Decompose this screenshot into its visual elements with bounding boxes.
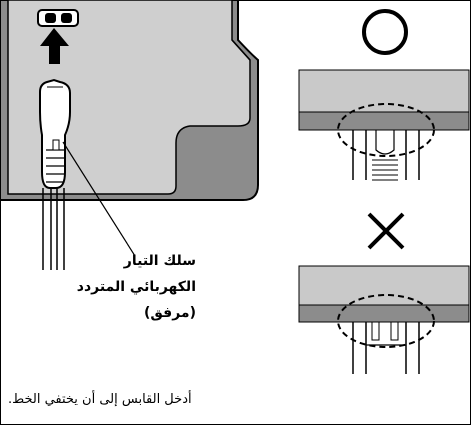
cord-label-line2: الكهربائي المتردد	[76, 279, 196, 295]
incorrect-insertion-panel	[298, 265, 470, 374]
ac-inlet	[37, 9, 79, 27]
cord-label-line1: سلك التيار	[123, 253, 196, 269]
cord-label-line3: (مرفق)	[144, 305, 196, 321]
cord-label: سلك التيار الكهربائي المتردد (مرفق)	[16, 248, 196, 326]
cross-symbol	[367, 212, 405, 250]
insert-arrow-icon	[40, 28, 69, 64]
device-body	[0, 0, 259, 201]
ac-power-cord	[39, 78, 136, 270]
leader-line	[62, 141, 136, 257]
instruction-caption: أدخل القابس إلى أن يختفي الخط.	[8, 392, 192, 407]
circle-symbol	[362, 9, 408, 55]
correct-insertion-panel	[298, 69, 470, 181]
